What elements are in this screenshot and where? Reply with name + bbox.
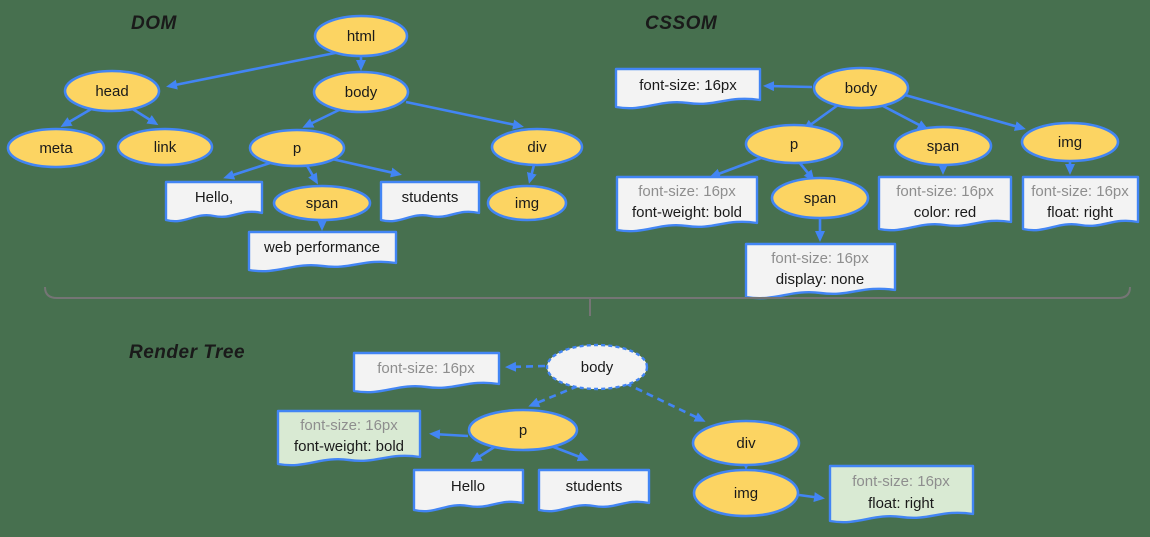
cssom-p-label: p bbox=[790, 136, 798, 153]
render-students-text-note bbox=[537, 468, 651, 513]
render-p-style-note bbox=[276, 409, 422, 467]
render-body-style-note bbox=[352, 351, 501, 394]
dom-div-label: div bbox=[527, 139, 547, 156]
arrow-cssom-body-to-span bbox=[882, 104, 929, 130]
cssom-img-label: img bbox=[1058, 134, 1082, 151]
dom-img-node bbox=[486, 184, 568, 222]
cssom-img-style-line2: float: right bbox=[1047, 204, 1114, 221]
cssom-body-style-note bbox=[614, 67, 762, 110]
dom-students-text-label: students bbox=[402, 189, 459, 206]
dom-html-label: html bbox=[347, 28, 375, 45]
cssom-span-child-node bbox=[770, 176, 870, 220]
render-p-node bbox=[467, 408, 579, 452]
cssom-body-node bbox=[812, 66, 910, 110]
dom-link-label: link bbox=[154, 139, 177, 156]
render-tree-section: Render Tree body p div img font-size: 16… bbox=[129, 342, 975, 524]
render-img-label: img bbox=[734, 485, 758, 502]
render-img-node bbox=[692, 468, 800, 518]
arrow-p-to-students bbox=[331, 157, 402, 178]
dom-students-text-note bbox=[379, 180, 481, 223]
render-tree-title: Render Tree bbox=[129, 342, 245, 363]
dom-hello-text-note bbox=[164, 180, 264, 223]
dom-img-label: img bbox=[515, 195, 539, 212]
cssom-p-node bbox=[744, 123, 844, 165]
render-div-label: div bbox=[736, 435, 756, 452]
dom-html-node bbox=[313, 14, 409, 58]
render-students-text-label: students bbox=[566, 478, 623, 495]
render-img-style-line2: float: right bbox=[868, 495, 935, 512]
dom-webperf-text-label: web performance bbox=[263, 239, 380, 256]
arrow-cssom-p-to-note bbox=[709, 156, 762, 179]
arrow-render-img-to-note bbox=[798, 492, 825, 503]
dom-link-node bbox=[116, 127, 214, 167]
arrow-render-body-to-div bbox=[624, 381, 706, 422]
dom-webperf-text-note bbox=[247, 230, 398, 273]
cssom-section: CSSOM body p span img span font-size: 16… bbox=[614, 13, 1140, 300]
merge-bracket bbox=[44, 286, 1131, 316]
dom-body-label: body bbox=[345, 84, 378, 101]
render-p-label: p bbox=[519, 422, 527, 439]
dom-p-label: p bbox=[293, 140, 301, 157]
dom-body-node bbox=[312, 70, 410, 114]
arrow-render-body-to-p bbox=[528, 384, 579, 407]
arrow-cssom-body-to-note bbox=[763, 81, 813, 92]
dom-div-node bbox=[490, 127, 584, 167]
cssom-span-label: span bbox=[927, 138, 960, 155]
cssom-span-style-line2: color: red bbox=[914, 204, 977, 221]
cssom-span-child-label: span bbox=[804, 190, 837, 207]
arrow-render-p-to-hello bbox=[470, 444, 497, 463]
dom-title: DOM bbox=[131, 13, 178, 34]
dom-hello-text-label: Hello, bbox=[195, 189, 233, 206]
render-body-node bbox=[545, 343, 649, 391]
cssom-span-style-line1: font-size: 16px bbox=[896, 183, 994, 200]
cssom-span-child-style-line1: font-size: 16px bbox=[771, 250, 869, 267]
cssom-span-child-style-line2: display: none bbox=[776, 271, 864, 288]
arrow-render-p-to-note bbox=[429, 429, 469, 440]
arrow-head-to-link bbox=[130, 106, 159, 126]
cssom-p-style-line2: font-weight: bold bbox=[632, 204, 742, 221]
arrow-cssom-p-to-span-child bbox=[797, 161, 815, 182]
dom-span-node bbox=[272, 184, 372, 222]
dom-head-label: head bbox=[95, 83, 128, 100]
dom-meta-node bbox=[6, 127, 106, 169]
arrow-p-to-hello bbox=[223, 160, 274, 180]
render-img-style-line1: font-size: 16px bbox=[852, 473, 950, 490]
render-hello-text-note bbox=[412, 468, 525, 513]
dom-span-label: span bbox=[306, 195, 339, 212]
render-p-style-line2: font-weight: bold bbox=[294, 438, 404, 455]
cssom-body-label: body bbox=[845, 80, 878, 97]
arrow-head-to-meta bbox=[60, 106, 94, 128]
arrow-body-to-div bbox=[405, 100, 524, 130]
render-body-style-label: font-size: 16px bbox=[377, 360, 475, 377]
dom-section: DOM html head body meta link p div span … bbox=[6, 13, 584, 273]
cssom-img-node bbox=[1020, 121, 1120, 163]
render-body-label: body bbox=[581, 359, 614, 376]
cssom-span-node bbox=[893, 125, 993, 167]
dom-meta-label: meta bbox=[39, 140, 73, 157]
render-p-style-line1: font-size: 16px bbox=[300, 417, 398, 434]
arrow-cssom-body-to-p bbox=[802, 103, 839, 131]
render-hello-text-label: Hello bbox=[451, 478, 485, 495]
cssom-p-style-note bbox=[615, 175, 759, 233]
dom-head-node bbox=[63, 69, 161, 113]
cssom-title: CSSOM bbox=[645, 13, 718, 34]
dom-p-node bbox=[248, 128, 346, 168]
render-div-node bbox=[691, 419, 801, 467]
cssom-span-style-note bbox=[877, 175, 1013, 232]
cssom-p-style-line1: font-size: 16px bbox=[638, 183, 736, 200]
render-img-style-note bbox=[828, 464, 975, 524]
cssom-body-style-label: font-size: 16px bbox=[639, 77, 737, 94]
cssom-img-style-note bbox=[1021, 175, 1140, 232]
arrow-body-to-p bbox=[302, 108, 340, 128]
arrow-cssom-body-to-img bbox=[904, 93, 1026, 131]
arrow-div-to-img bbox=[526, 164, 537, 184]
arrow-render-body-to-note bbox=[505, 361, 546, 372]
arrow-html-to-head bbox=[166, 50, 341, 90]
cssom-img-style-line1: font-size: 16px bbox=[1031, 183, 1129, 200]
arrow-render-p-to-students bbox=[550, 444, 589, 462]
